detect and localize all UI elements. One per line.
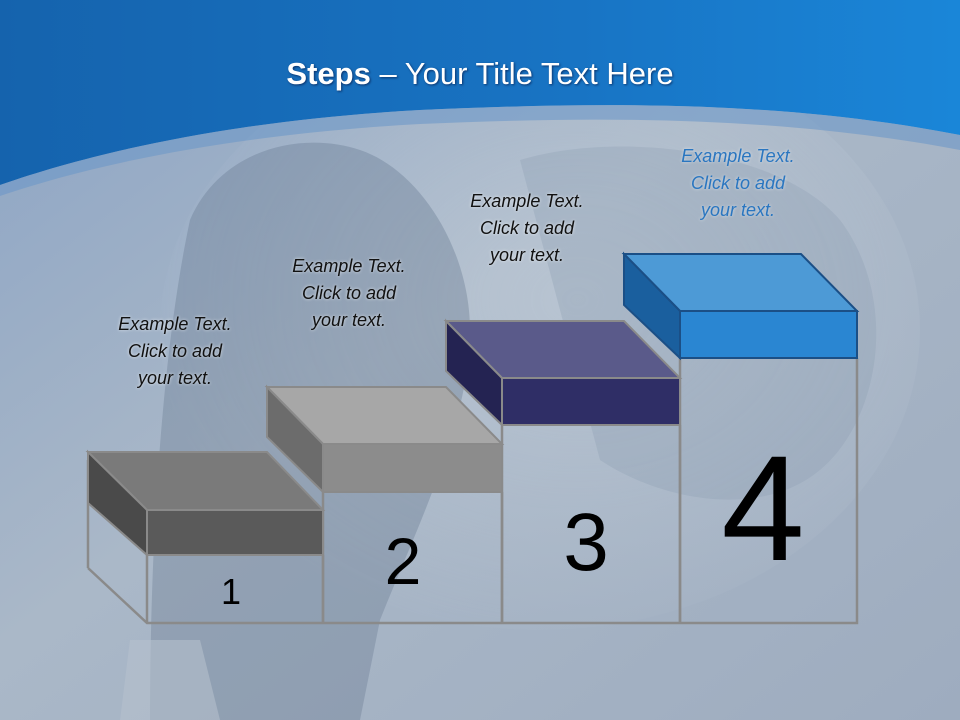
step-number-1: 1 <box>221 571 241 612</box>
step-block-1[interactable] <box>85 449 326 558</box>
header-band <box>0 0 960 185</box>
step-caption-1[interactable]: Example Text. Click to add your text. <box>95 311 255 392</box>
caption-line: Click to add <box>301 283 397 303</box>
step-block-3[interactable] <box>443 318 683 428</box>
caption-line: Click to add <box>127 341 223 361</box>
caption-line: Example Text. <box>470 191 584 211</box>
step-block-4[interactable] <box>621 251 860 361</box>
slide-title[interactable]: Steps – Your Title Text Here <box>0 56 960 92</box>
caption-line: your text. <box>489 245 565 265</box>
step-caption-4[interactable]: Example Text. Click to add your text. <box>658 143 818 224</box>
step-block-2[interactable] <box>264 384 505 495</box>
caption-line: your text. <box>311 310 387 330</box>
caption-line: Click to add <box>690 173 786 193</box>
step-outlines <box>86 358 859 625</box>
step-number-4: 4 <box>721 424 804 592</box>
step-caption-3[interactable]: Example Text. Click to add your text. <box>447 188 607 269</box>
title-rest: – Your Title Text Here <box>370 56 674 91</box>
step-number-3: 3 <box>563 497 609 588</box>
caption-line: Example Text. <box>681 146 795 166</box>
caption-line: Example Text. <box>118 314 232 334</box>
caption-line: your text. <box>137 368 213 388</box>
caption-line: Example Text. <box>292 256 406 276</box>
title-bold: Steps <box>286 56 371 91</box>
caption-line: Click to add <box>479 218 575 238</box>
caption-line: your text. <box>700 200 776 220</box>
step-caption-2[interactable]: Example Text. Click to add your text. <box>269 253 429 334</box>
step-number-2: 2 <box>385 524 422 598</box>
